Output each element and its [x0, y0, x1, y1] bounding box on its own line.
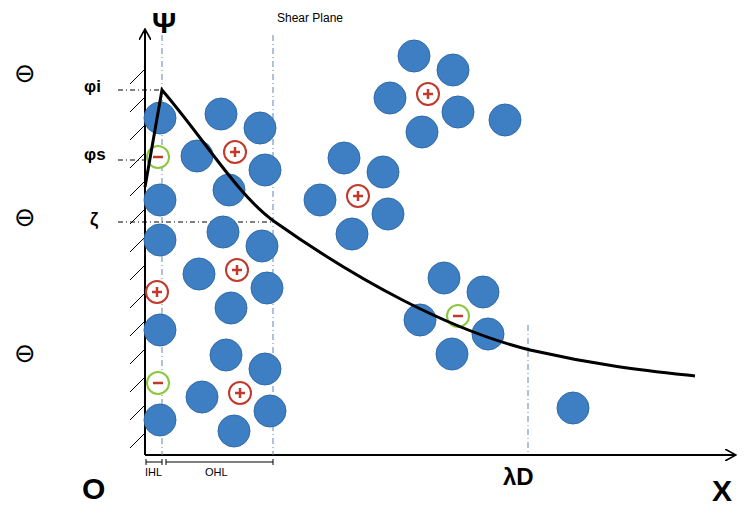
water-molecule [251, 272, 283, 304]
water-molecule [210, 339, 242, 371]
hatch-stroke [130, 70, 144, 84]
ion-sign [427, 89, 430, 99]
axis-label: IHL [145, 467, 162, 478]
hatch-stroke [130, 322, 144, 336]
water-molecule [144, 184, 176, 216]
axis-label: φs [84, 146, 106, 163]
hatch-stroke [130, 266, 144, 280]
water-molecule [328, 142, 360, 174]
level-lines [118, 90, 273, 222]
water-molecule [244, 112, 276, 144]
ion-sign [153, 156, 163, 159]
cation [146, 281, 168, 303]
potential-curve [145, 90, 695, 376]
ion-sign [234, 147, 237, 157]
water-molecule [144, 404, 176, 436]
water-molecule [428, 262, 460, 294]
water-molecule [181, 140, 213, 172]
ion-sign [236, 265, 239, 275]
axis-label: OHL [205, 467, 228, 478]
ion-sign [357, 191, 360, 201]
water-molecule [489, 104, 521, 136]
axis-label: Ψ [152, 8, 176, 38]
axis-label: ⊖ [14, 60, 36, 86]
water-molecule [144, 224, 176, 256]
water-molecule [374, 82, 406, 114]
ion-sign [153, 382, 163, 385]
hatch-stroke [130, 154, 144, 168]
hatch-stroke [130, 434, 144, 448]
hatch-stroke [130, 238, 144, 252]
water-molecule [186, 381, 218, 413]
hatch-stroke [130, 182, 144, 196]
surface-hatching [130, 70, 144, 448]
water-molecule [205, 98, 237, 130]
molecules [144, 40, 589, 447]
axis-label: λD [503, 465, 534, 489]
cation [224, 141, 246, 163]
axis-label: Shear Plane [277, 12, 343, 24]
axis-label: ⊖ [14, 204, 36, 230]
axis-label: ⊖ [14, 340, 36, 366]
layer-brackets [146, 459, 273, 465]
axis-label: O [82, 474, 105, 504]
water-molecule [406, 116, 438, 148]
water-molecule [304, 184, 336, 216]
cation [226, 259, 248, 281]
water-molecule [467, 276, 499, 308]
anion [147, 372, 169, 394]
water-molecule [144, 314, 176, 346]
cation [229, 382, 251, 404]
water-molecule [249, 154, 281, 186]
hatch-stroke [130, 294, 144, 308]
water-molecule [437, 54, 469, 86]
water-molecule [207, 216, 239, 248]
guide-lines [162, 35, 528, 455]
water-molecule [442, 96, 474, 128]
water-molecule [254, 395, 286, 427]
water-molecule [367, 156, 399, 188]
axis-label: φi [84, 78, 101, 95]
water-molecule [218, 415, 250, 447]
cation [347, 185, 369, 207]
axis-label: X [712, 476, 732, 506]
ion-sign [156, 287, 159, 297]
hatch-stroke [130, 378, 144, 392]
water-molecule [215, 292, 247, 324]
hatch-stroke [130, 126, 144, 140]
ion-sign [453, 315, 463, 318]
hatch-stroke [130, 406, 144, 420]
water-molecule [336, 218, 368, 250]
axis-label: ζ [90, 210, 98, 228]
water-molecule [436, 338, 468, 370]
water-molecule [246, 230, 278, 262]
ion-sign [239, 388, 242, 398]
hatch-stroke [130, 350, 144, 364]
cation [417, 83, 439, 105]
water-molecule [398, 40, 430, 72]
water-molecule [372, 198, 404, 230]
hatch-stroke [130, 98, 144, 112]
water-molecule [249, 353, 281, 385]
x-axis [145, 454, 735, 456]
water-molecule [183, 258, 215, 290]
water-molecule [557, 392, 589, 424]
